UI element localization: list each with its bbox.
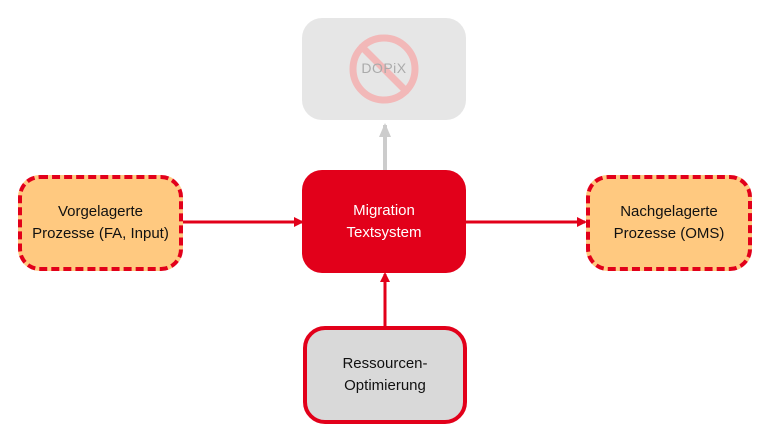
downstream-process-node: Nachgelagerte Prozesse (OMS) <box>586 175 752 271</box>
resource-optimization-label: Ressourcen- Optimierung <box>342 355 428 394</box>
migration-textsystem-label: Migration Textsystem <box>346 201 422 241</box>
upstream-process-node: Vorgelagerte Prozesse (FA, Input) <box>18 175 183 271</box>
migration-textsystem-node: Migration Textsystem <box>302 170 466 273</box>
downstream-process-label: Nachgelagerte Prozesse (OMS) <box>613 203 725 242</box>
dopix-label: DOPiX <box>361 60 407 76</box>
resource-optimization-node: Ressourcen- Optimierung <box>303 326 467 424</box>
upstream-process-label: Vorgelagerte Prozesse (FA, Input) <box>32 203 169 242</box>
